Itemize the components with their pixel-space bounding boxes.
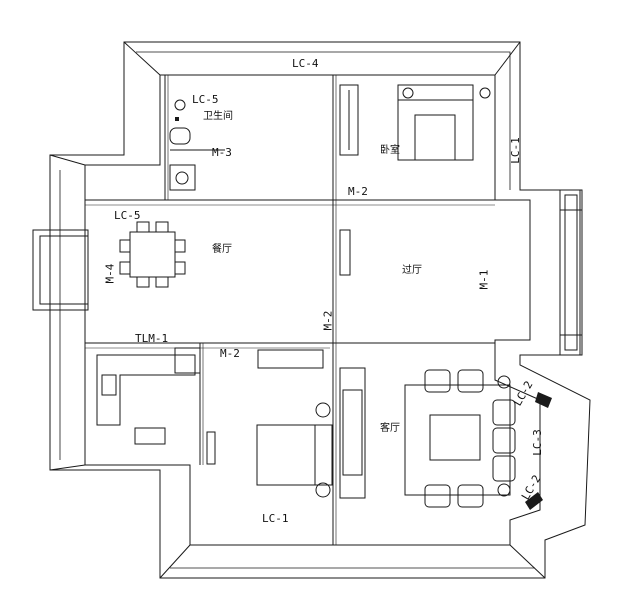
dining-table: [119, 221, 186, 288]
label-m3: M-3: [212, 146, 232, 159]
label-lc1-bottom: LC-1: [262, 512, 289, 525]
label-m2-lower: M-2: [220, 347, 240, 360]
label-lc4: LC-4: [292, 57, 319, 70]
label-tlm1: TLM-1: [135, 332, 169, 345]
wardrobe-lower: [257, 349, 324, 369]
label-m2-vertical: M-2: [321, 310, 335, 331]
tv-cabinet: [339, 367, 366, 499]
outer-wall: [49, 41, 591, 579]
wardrobe-top: [339, 84, 359, 156]
label-lc1-right: LC-1: [508, 137, 522, 164]
label-lc5-top: LC-5: [192, 93, 219, 106]
right-window: [559, 189, 583, 356]
label-living: 客厅: [380, 423, 400, 434]
toilet: [169, 127, 191, 145]
label-lc3: LC-3: [530, 429, 544, 456]
label-hall: 过厅: [402, 265, 422, 276]
kitchen-counter: [96, 347, 201, 445]
left-window: [32, 229, 89, 311]
label-dining: 餐厅: [212, 244, 232, 255]
label-lc5-left: LC-5: [114, 209, 141, 222]
inner-wall: [84, 74, 541, 546]
label-m2-mid: M-2: [348, 185, 368, 198]
bed-top: [397, 84, 491, 161]
label-m4: M-4: [103, 263, 117, 284]
living-sofa-set: [404, 369, 516, 508]
label-bathroom: 卫生间: [203, 111, 233, 122]
basin: [169, 164, 196, 191]
bed-lower: [256, 402, 333, 498]
hall-console: [339, 229, 351, 276]
label-m1: M-1: [477, 269, 491, 290]
label-bedroom-top: 卧室: [380, 145, 400, 156]
